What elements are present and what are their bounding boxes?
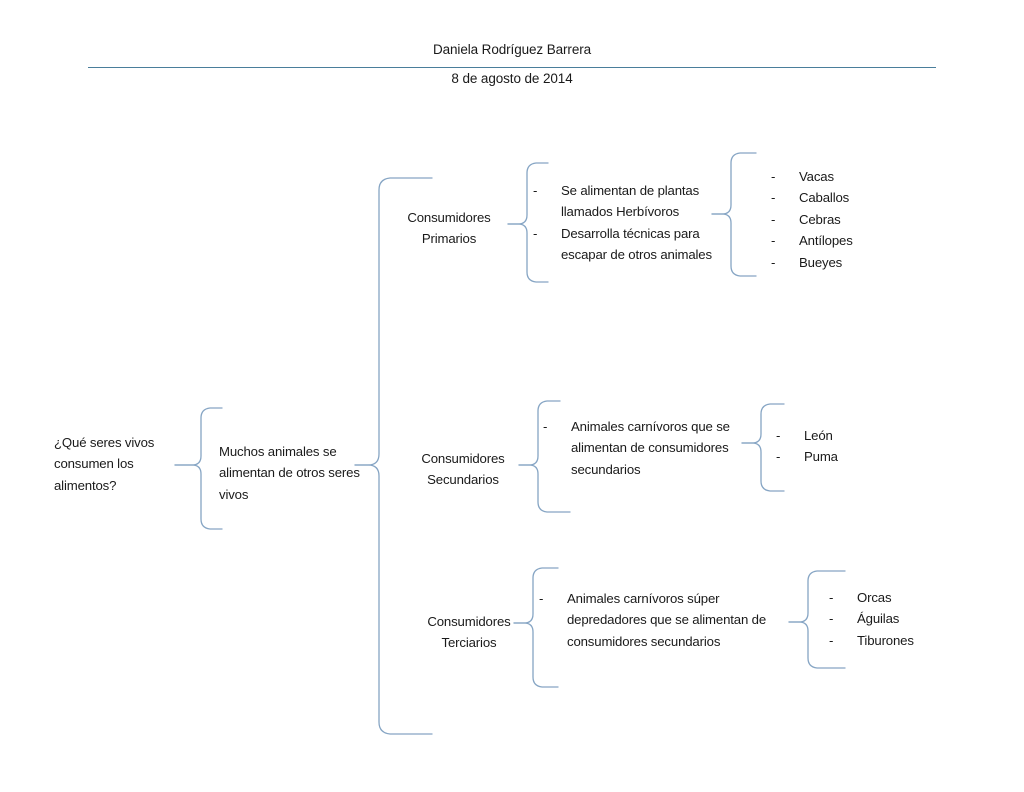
brace-root-to-trunk xyxy=(174,407,223,466)
dash-bullet-icon: - xyxy=(543,419,548,434)
node-branch-title-terciarios: Consumidores Terciarios xyxy=(410,611,528,654)
dash-bullet-icon: - xyxy=(776,428,781,443)
detail-text: Animales carnívoros que se alimentan de … xyxy=(571,419,730,477)
dash-bullet-icon: - xyxy=(829,632,834,648)
dash-bullet-icon: - xyxy=(533,183,538,198)
header-divider-rule xyxy=(88,67,936,68)
dash-bullet-icon: - xyxy=(771,190,776,206)
list-item: - Orcas xyxy=(829,587,969,608)
brace-trunk-to-branches-lower xyxy=(354,464,433,735)
example-text: Vacas xyxy=(799,169,834,184)
node-examples-terciarios: - Orcas - Águilas - Tiburones xyxy=(829,587,969,651)
node-examples-secundarios: - León - Puma xyxy=(776,425,896,468)
examples-list-terciarios: - Orcas - Águilas - Tiburones xyxy=(829,587,969,651)
branch-title-primarios-line2: Primarios xyxy=(421,231,477,247)
detail-text: Animales carnívoros súper depredadores q… xyxy=(567,591,767,649)
header-date: 8 de agosto de 2014 xyxy=(451,71,573,86)
list-item: - Animales carnívoros súper depredadores… xyxy=(539,588,777,652)
header-author: Daniela Rodríguez Barrera xyxy=(432,42,592,57)
dash-bullet-icon: - xyxy=(829,611,834,627)
brace-root-to-trunk-lower xyxy=(174,464,223,530)
dash-bullet-icon: - xyxy=(771,233,776,249)
list-item: - Águilas xyxy=(829,608,969,629)
branch-title-secundarios-line1: Consumidores xyxy=(421,451,505,466)
node-branch-title-primarios: Consumidores Primarios xyxy=(390,207,508,250)
list-item: - Tiburones xyxy=(829,630,969,651)
list-item: - Cebras xyxy=(771,209,911,230)
detail-text: Desarrolla técnicas para escapar de otro… xyxy=(561,225,712,263)
examples-list-secundarios: - León - Puma xyxy=(776,425,896,468)
list-item: - Animales carnívoros que se alimentan d… xyxy=(543,416,743,480)
dash-bullet-icon: - xyxy=(771,211,776,227)
node-root-question-label: ¿Qué seres vivos consumen los alimentos? xyxy=(54,435,155,493)
example-text: Tiburones xyxy=(857,632,914,648)
example-text: Antílopes xyxy=(799,233,853,249)
example-text: León xyxy=(804,428,833,443)
dash-bullet-icon: - xyxy=(829,590,834,605)
example-text: Caballos xyxy=(799,190,850,206)
example-text: Bueyes xyxy=(799,254,843,270)
branch-title-primarios-line1: Consumidores xyxy=(407,210,491,225)
node-trunk-statement: Muchos animales se alimentan de otros se… xyxy=(219,441,361,505)
example-text: Águilas xyxy=(857,611,900,627)
node-details-primarios: - Se alimentan de plantas llamados Herbí… xyxy=(533,180,719,266)
dash-bullet-icon: - xyxy=(771,169,776,184)
node-examples-primarios: - Vacas - Caballos - Cebras - Antílopes … xyxy=(771,166,911,273)
list-item: - Desarrolla técnicas para escapar de ot… xyxy=(533,223,719,266)
detail-text: Se alimentan de plantas llamados Herbívo… xyxy=(561,183,700,220)
example-text: Cebras xyxy=(799,211,841,227)
list-item: - Bueyes xyxy=(771,252,911,273)
dash-bullet-icon: - xyxy=(776,449,781,465)
dash-bullet-icon: - xyxy=(533,225,538,241)
node-details-terciarios: - Animales carnívoros súper depredadores… xyxy=(539,588,777,652)
node-details-secundarios: - Animales carnívoros que se alimentan d… xyxy=(543,416,743,480)
branch-title-terciarios-line2: Terciarios xyxy=(441,635,497,651)
list-item: - Antílopes xyxy=(771,230,911,251)
details-list-primarios: - Se alimentan de plantas llamados Herbí… xyxy=(533,180,719,266)
list-item: - León xyxy=(776,425,896,446)
details-list-terciarios: - Animales carnívoros súper depredadores… xyxy=(539,588,777,652)
branch-title-secundarios-line2: Secundarios xyxy=(427,472,499,488)
node-trunk-statement-label: Muchos animales se alimentan de otros se… xyxy=(219,444,360,502)
list-item: - Puma xyxy=(776,446,896,467)
branch-title-terciarios-line1: Consumidores xyxy=(427,614,511,629)
list-item: - Se alimentan de plantas llamados Herbí… xyxy=(533,180,719,223)
examples-list-primarios: - Vacas - Caballos - Cebras - Antílopes … xyxy=(771,166,911,273)
dash-bullet-icon: - xyxy=(771,254,776,270)
list-item: - Vacas xyxy=(771,166,911,187)
node-branch-title-secundarios: Consumidores Secundarios xyxy=(404,448,522,491)
list-item: - Caballos xyxy=(771,187,911,208)
node-root-question: ¿Qué seres vivos consumen los alimentos? xyxy=(54,432,180,496)
details-list-secundarios: - Animales carnívoros que se alimentan d… xyxy=(543,416,743,480)
example-text: Puma xyxy=(804,449,838,465)
example-text: Orcas xyxy=(857,590,892,605)
dash-bullet-icon: - xyxy=(539,591,544,606)
